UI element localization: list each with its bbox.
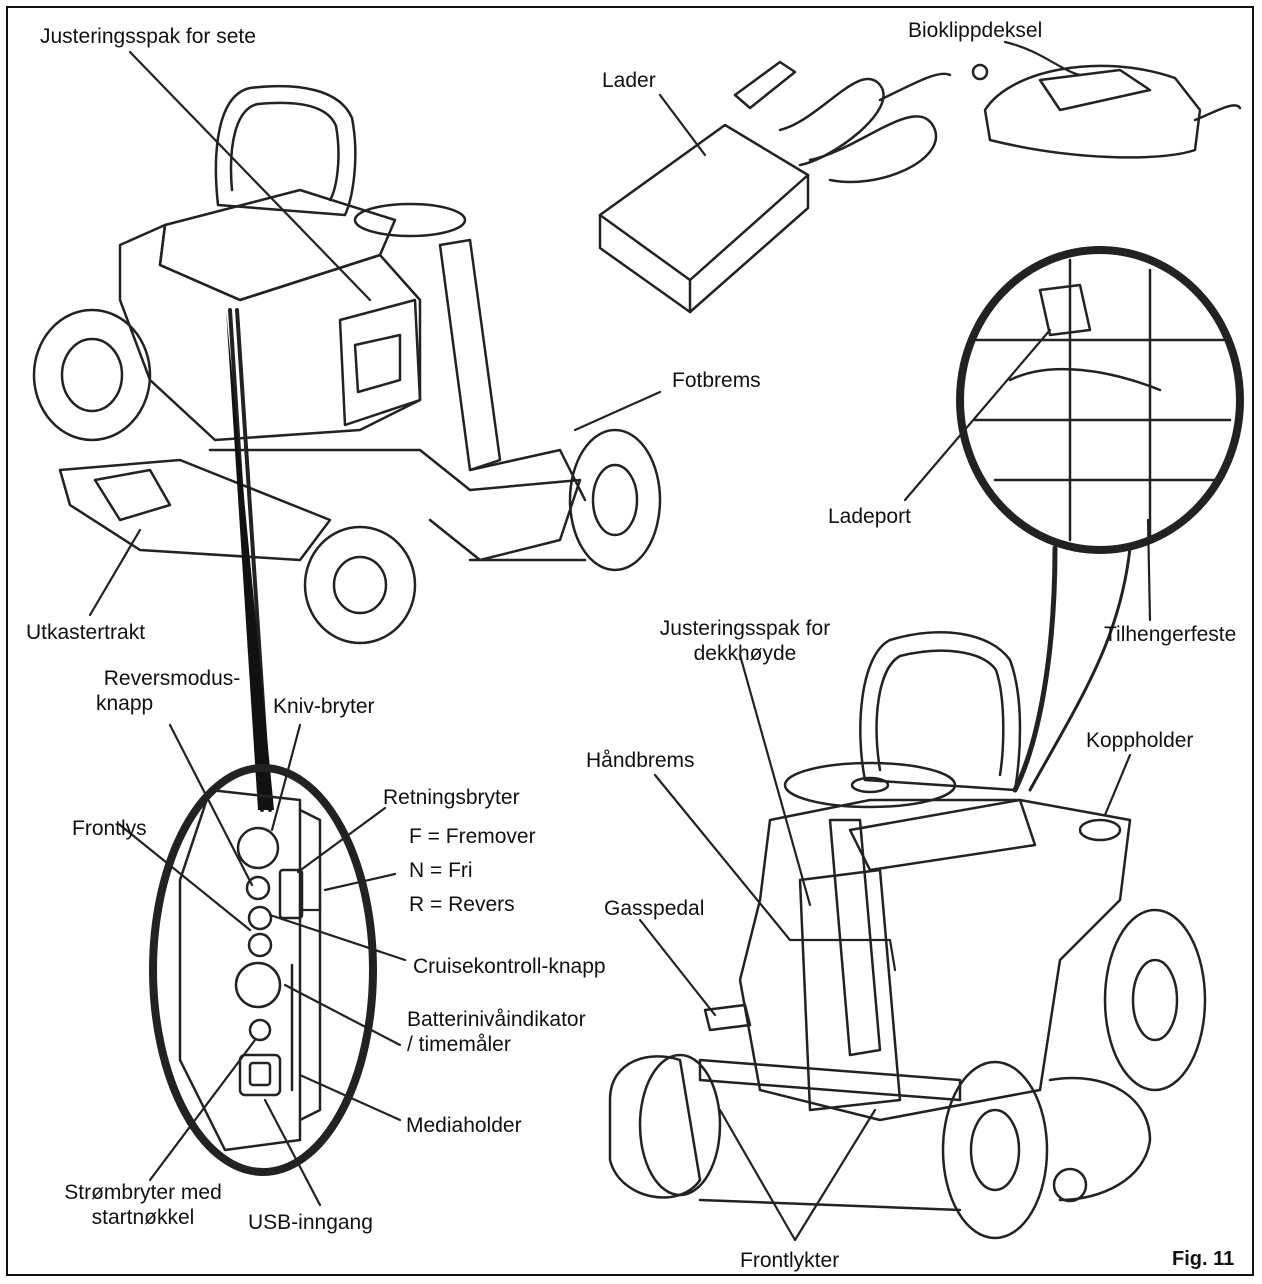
mulch-cover-illustration [971,63,1242,159]
label-headlight-switch: Frontlys [72,817,147,840]
label-charger: Lader [602,69,656,92]
label-battery-line2: / timemåler [407,1033,511,1057]
label-trailer-hitch: Tilhengerfeste [1104,623,1237,646]
label-charge-port: Ladeport [828,505,911,528]
label-battery-indicator: Batterinivåindikator / timemåler [407,1007,586,1057]
label-reverse-mode-button: Reversmodus- knapp [82,666,262,716]
label-power-switch-line1: Strømbryter med [64,1181,222,1204]
control-panel-closeup [149,764,377,1176]
label-direction-forward: F = Fremover [409,825,536,848]
charge-port-closeup [956,246,1244,554]
charger-illustration [598,60,952,314]
label-direction-neutral: N = Fri [409,859,473,882]
label-reverse-mode-line1: Reversmodus- [103,667,241,690]
label-cruise-control-button: Cruisekontroll-knapp [413,955,606,978]
label-power-switch: Strømbryter med startnøkkel [48,1180,238,1230]
leader-lines [88,40,1152,1242]
label-battery-line1: Batterinivåindikator [407,1008,586,1031]
label-direction-switch: Retningsbryter [383,786,520,809]
label-media-holder: Mediaholder [406,1114,522,1137]
label-power-switch-line2: startnøkkel [91,1206,195,1230]
label-throttle-pedal: Gasspedal [604,897,705,920]
label-mulch-cover: Bioklippdeksel [908,19,1043,42]
figure-border [6,6,1254,1276]
label-cup-holder: Koppholder [1086,729,1194,752]
label-deck-lever-line2: dekkhøyde [693,642,797,666]
label-discharge-chute: Utkastertrakt [26,621,146,644]
mower-front-view [608,631,1207,1240]
mower-rear-view [32,84,662,645]
label-deck-lever-line1: Justeringsspak for [659,617,831,640]
label-deck-height-lever: Justeringsspak for dekkhøyde [630,616,860,666]
label-blade-switch: Kniv-bryter [273,695,375,718]
label-foot-brake: Fotbrems [672,369,761,392]
label-usb-port: USB-inngang [248,1211,373,1234]
label-direction-reverse: R = Revers [409,893,515,916]
label-headlights: Frontlykter [740,1249,840,1272]
figure-number: Fig. 11 [1172,1248,1235,1270]
label-reverse-mode-line2: knapp [96,692,154,716]
label-hand-brake: Håndbrems [586,749,695,772]
label-seat-adjust-lever: Justeringsspak for sete [40,25,256,48]
